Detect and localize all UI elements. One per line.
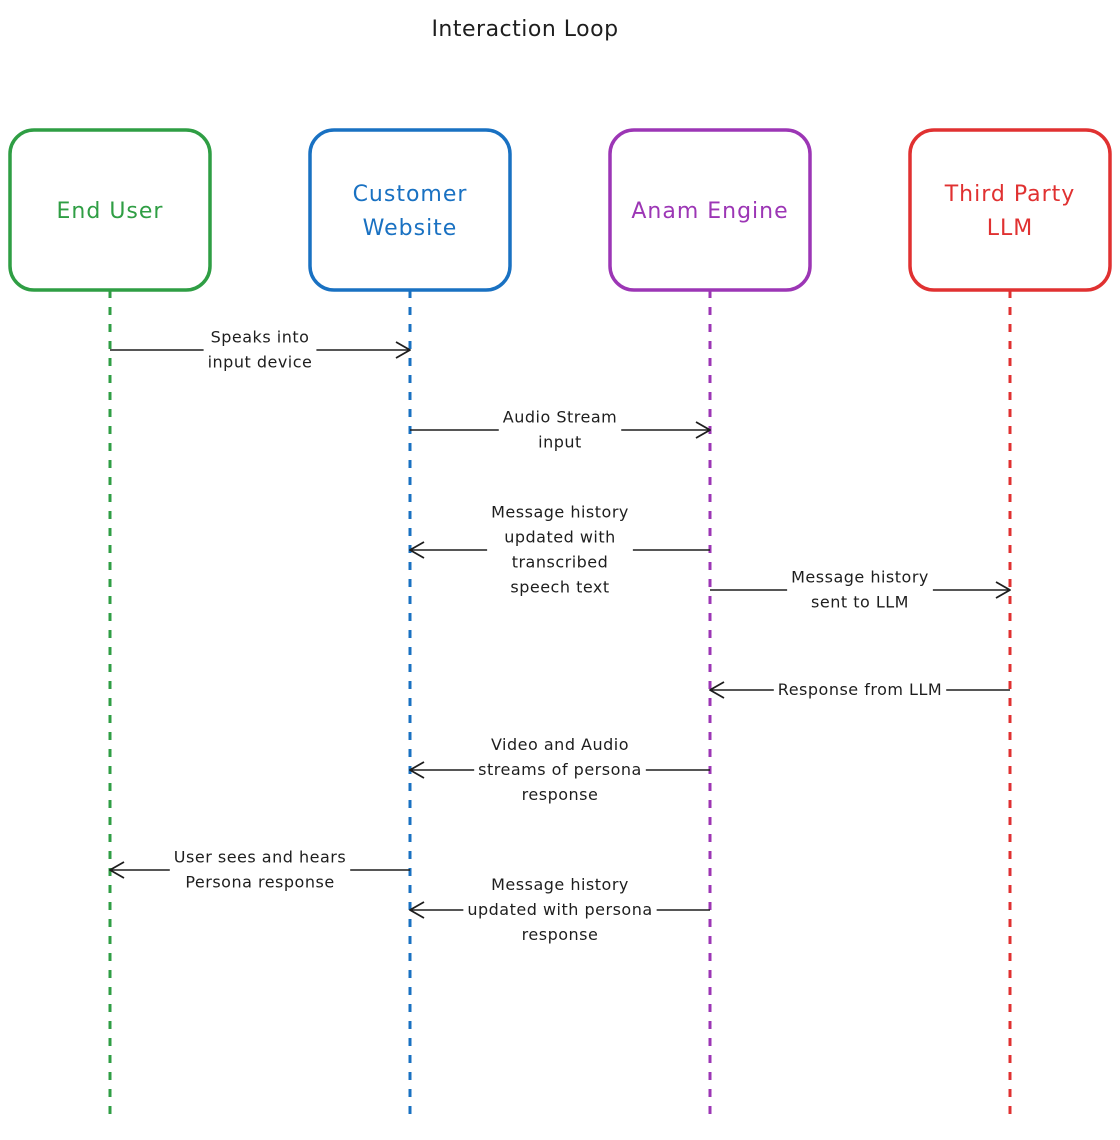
message-2: Audio Stream input	[410, 408, 711, 452]
message-8: Message history updated with persona respo…	[409, 875, 710, 944]
message-label: updated with	[504, 528, 616, 547]
message-6: Video and Audio streams of persona respons…	[409, 735, 710, 804]
message-label: User sees and hears	[174, 848, 346, 867]
message-label: input	[538, 433, 582, 452]
actor-label: End User	[57, 199, 164, 224]
message-label: Video and Audio	[491, 735, 629, 754]
arrowhead	[409, 901, 425, 919]
message-arrow	[410, 421, 711, 439]
message-label: sent to LLM	[811, 593, 909, 612]
arrowhead	[695, 421, 711, 439]
message-label: input device	[208, 353, 313, 372]
message-arrow	[709, 681, 1010, 699]
arrowhead	[395, 341, 411, 359]
message-label: Message history	[491, 503, 629, 522]
message-arrow	[409, 541, 710, 559]
arrowhead	[709, 681, 725, 699]
actor-end_user: End User	[8, 128, 212, 292]
message-5: Response from LLM	[709, 680, 1010, 699]
message-arrow	[409, 901, 710, 919]
actor-anam_engine: Anam Engine	[608, 128, 812, 292]
actor-label: Third Party	[944, 182, 1076, 207]
message-label: Message history	[491, 875, 629, 894]
actor-box	[608, 128, 812, 292]
message-arrow	[109, 861, 410, 879]
message-label: speech text	[510, 578, 609, 597]
message-label: updated with persona	[467, 900, 652, 919]
message-label: Response from LLM	[778, 680, 942, 699]
arrowhead	[995, 581, 1011, 599]
message-1: Speaks into input device	[110, 328, 411, 372]
message-label: transcribed	[512, 553, 609, 572]
message-label: Audio Stream	[503, 408, 617, 427]
message-arrow	[110, 341, 411, 359]
message-label: streams of persona	[478, 760, 642, 779]
message-label: Persona response	[185, 873, 334, 892]
actor-label: Website	[363, 216, 458, 241]
actor-box	[8, 128, 212, 292]
message-3: Message history updated with transcribed sp…	[409, 503, 710, 597]
message-label: response	[522, 925, 599, 944]
actor-label: Anam Engine	[631, 199, 788, 224]
arrowhead	[409, 541, 425, 559]
actor-box	[308, 128, 512, 292]
actor-label: LLM	[987, 216, 1034, 241]
message-arrow	[710, 581, 1011, 599]
arrowhead	[409, 761, 425, 779]
lifelines	[108, 290, 1012, 1120]
message-4: Message history sent to LLM	[710, 568, 1011, 612]
message-label: Message history	[791, 568, 929, 587]
message-arrow	[409, 761, 710, 779]
actor-box	[908, 128, 1112, 292]
message-label: Speaks into	[211, 328, 310, 347]
arrowhead	[109, 861, 125, 879]
diagram-title: Interaction Loop	[431, 17, 618, 42]
actor-label: Customer	[353, 182, 468, 207]
message-label: response	[522, 785, 599, 804]
